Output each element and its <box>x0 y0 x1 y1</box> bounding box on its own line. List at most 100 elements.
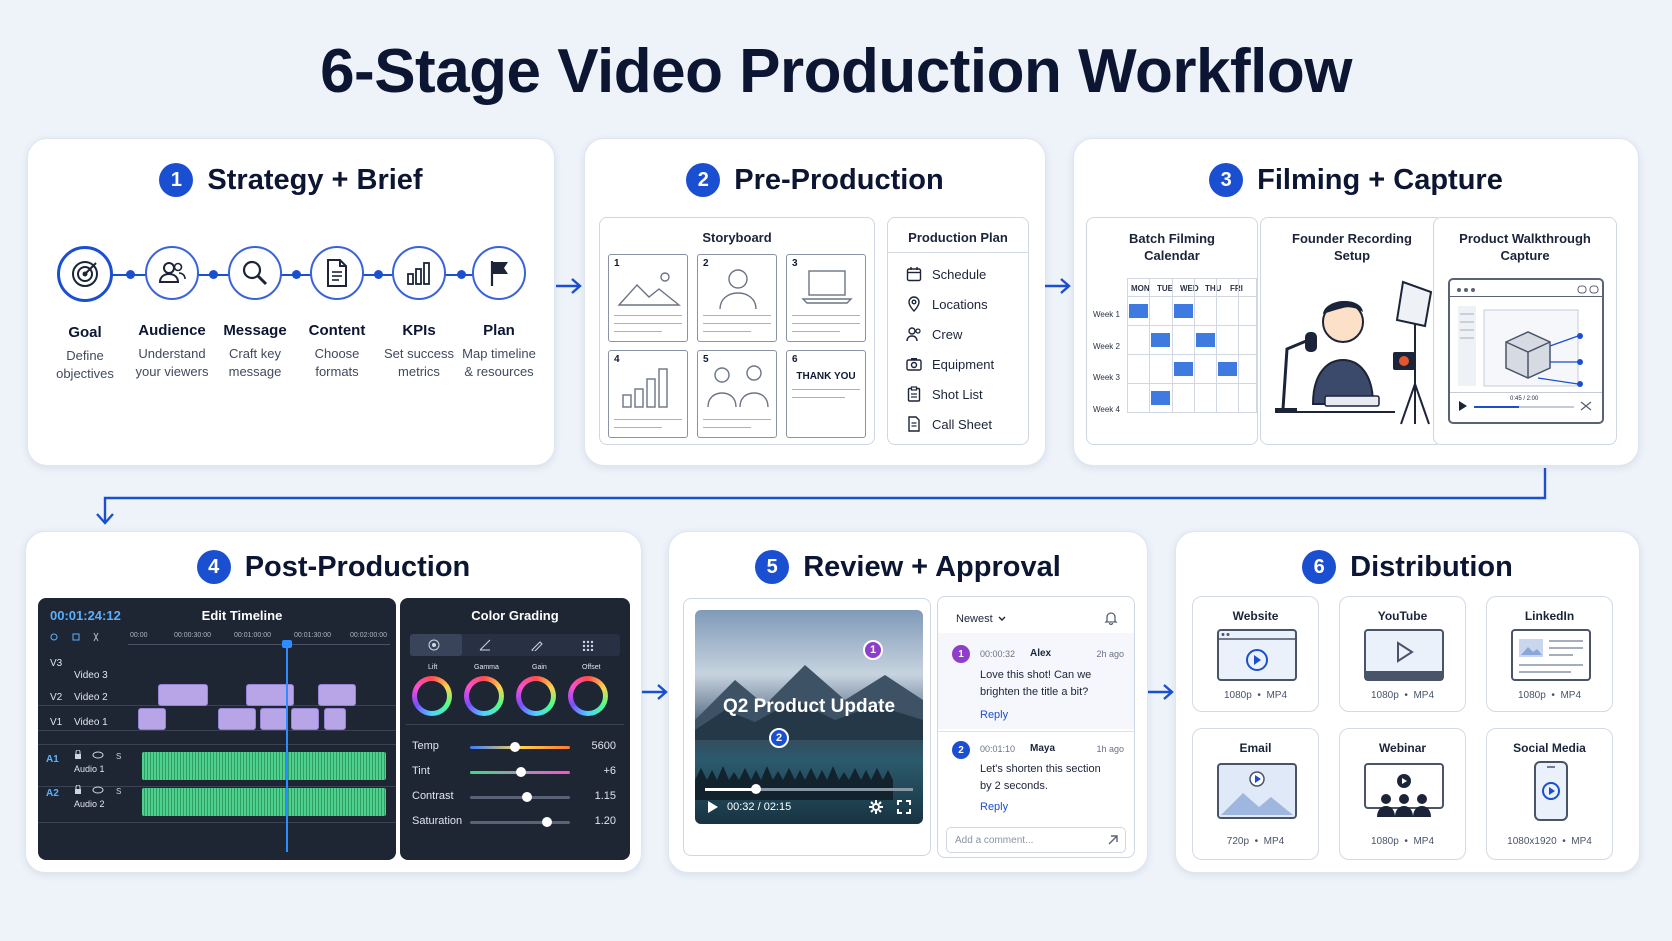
slider-knob[interactable] <box>542 817 552 827</box>
slider-knob[interactable] <box>522 792 532 802</box>
channel-youtube[interactable]: YouTube 1080p • MP4 <box>1339 596 1466 712</box>
strategy-item-desc: Understand <box>138 346 206 361</box>
flow-arrow-icon <box>1043 270 1073 304</box>
frame-number: 6 <box>792 354 798 365</box>
send-icon[interactable] <box>1107 834 1119 846</box>
expand-icon[interactable] <box>1580 401 1592 411</box>
video-clip[interactable] <box>260 708 288 730</box>
strategy-item-name: KPIs <box>402 322 436 339</box>
slider-knob[interactable] <box>510 742 520 752</box>
color-wheel-offset[interactable] <box>568 676 608 716</box>
video-clip[interactable] <box>291 708 319 730</box>
channel-webinar[interactable]: Webinar 1080p • MP4 <box>1339 728 1466 860</box>
video-clip[interactable] <box>324 708 346 730</box>
clipboard-icon <box>907 386 921 402</box>
video-clip[interactable] <box>318 684 356 706</box>
window-controls-icon <box>1457 285 1599 294</box>
video-player[interactable]: Q2 Product Update 1 2 00:32 / 02:15 <box>695 610 923 824</box>
production-plan-panel: Production Plan Schedule Locations Crew … <box>887 217 1029 445</box>
comment-timestamp[interactable]: 00:01:10 <box>980 744 1016 754</box>
bar-chart-icon <box>392 246 446 300</box>
playhead[interactable] <box>286 642 288 852</box>
storyboard-frame: 3 <box>786 254 866 342</box>
channel-format: 1080p • MP4 <box>1517 690 1581 701</box>
stage-4-header: 4 Post-Production <box>26 550 641 584</box>
progress-track[interactable] <box>1474 406 1574 408</box>
temp-slider[interactable] <box>470 742 570 752</box>
reply-link[interactable]: Reply <box>980 801 1009 813</box>
person-icon <box>719 269 757 310</box>
connector-dot <box>126 270 135 279</box>
video-progress-bar[interactable] <box>705 788 913 791</box>
post-layout-icon <box>1511 629 1591 681</box>
color-wheel-gain[interactable] <box>516 676 556 716</box>
channel-format: 720p • MP4 <box>1226 836 1285 847</box>
comment-marker[interactable]: 2 <box>769 728 789 748</box>
slider-knob[interactable] <box>516 767 526 777</box>
channel-name: Email <box>1239 741 1272 755</box>
connector-dot <box>374 270 383 279</box>
audio-waveform[interactable] <box>142 752 386 780</box>
adjust-value: 1.20 <box>594 815 616 827</box>
comment-timestamp[interactable]: 00:00:32 <box>980 649 1016 659</box>
track-controls-icon[interactable]: S <box>74 750 130 760</box>
timeline-tools-icon[interactable] <box>50 632 110 642</box>
track-name: Audio 1 <box>74 764 105 774</box>
track-id: V3 <box>50 658 63 669</box>
settings-gear-icon[interactable] <box>869 800 883 814</box>
reply-link[interactable]: Reply <box>980 709 1009 721</box>
sort-dropdown[interactable]: Newest <box>956 613 1006 625</box>
plan-item-label: Call Sheet <box>932 416 992 432</box>
stage-5-card: 5 Review + Approval Q2 Product Update 1 … <box>668 531 1148 873</box>
video-clip[interactable] <box>138 708 166 730</box>
strategy-item-desc: message <box>228 364 282 379</box>
walkthrough-window: 0:45 / 2:00 <box>1448 278 1604 424</box>
channel-website[interactable]: Website 1080p • MP4 <box>1192 596 1319 712</box>
stage-6-card: 6 Distribution Website 1080p • MP4 YouTu… <box>1175 531 1640 873</box>
channel-name: LinkedIn <box>1524 609 1575 623</box>
video-clip[interactable] <box>158 684 208 706</box>
flow-arrow-icon <box>554 270 584 304</box>
bell-icon[interactable] <box>1104 611 1118 625</box>
track-id: V1 <box>50 717 63 728</box>
fullscreen-icon[interactable] <box>897 800 911 814</box>
page-title: 6-Stage Video Production Workflow <box>320 37 1352 106</box>
grading-tabs-icon[interactable] <box>428 639 608 651</box>
color-wheel-gamma[interactable] <box>464 676 504 716</box>
comment-marker[interactable]: 1 <box>863 640 883 660</box>
channel-email[interactable]: Email 720p • MP4 <box>1192 728 1319 860</box>
strategy-item-name: Content <box>308 322 366 339</box>
founder-recording-illustration <box>1275 280 1433 425</box>
color-grading-panel: Color Grading Lift Gamma Gain Offset Tem… <box>400 598 630 860</box>
channel-format: 1080x1920 • MP4 <box>1507 836 1592 847</box>
channel-linkedin[interactable]: LinkedIn 1080p • MP4 <box>1486 596 1613 712</box>
strategy-item-desc: Set success <box>383 346 455 361</box>
audio-waveform[interactable] <box>142 788 386 816</box>
saturation-slider[interactable] <box>470 817 570 827</box>
channel-name: Webinar <box>1378 741 1427 755</box>
strategy-item-desc: your viewers <box>135 364 209 379</box>
stage-number-badge: 4 <box>196 550 231 584</box>
plan-item-label: Crew <box>932 326 963 342</box>
target-icon <box>57 246 113 302</box>
contrast-slider[interactable] <box>470 792 570 802</box>
tint-slider[interactable] <box>470 767 570 777</box>
play-icon[interactable] <box>1458 400 1468 412</box>
play-icon[interactable] <box>707 800 719 814</box>
frame-number: 4 <box>614 354 620 365</box>
timecode: 00:01:24:12 <box>50 608 121 623</box>
crew-icon <box>906 327 921 342</box>
channel-format: 1080p • MP4 <box>1370 836 1434 847</box>
stage-2-header: 2 Pre-Production <box>585 163 1045 197</box>
video-clip[interactable] <box>218 708 256 730</box>
color-wheel-lift[interactable] <box>412 676 452 716</box>
storyboard-frame: 6 THANK YOU <box>786 350 866 438</box>
sheet-icon <box>908 416 920 432</box>
video-clip[interactable] <box>246 684 294 706</box>
comment-input[interactable]: Add a comment... <box>946 827 1126 853</box>
track-controls-icon[interactable]: S <box>74 785 130 795</box>
channel-social-media[interactable]: Social Media 1080x1920 • MP4 <box>1486 728 1613 860</box>
